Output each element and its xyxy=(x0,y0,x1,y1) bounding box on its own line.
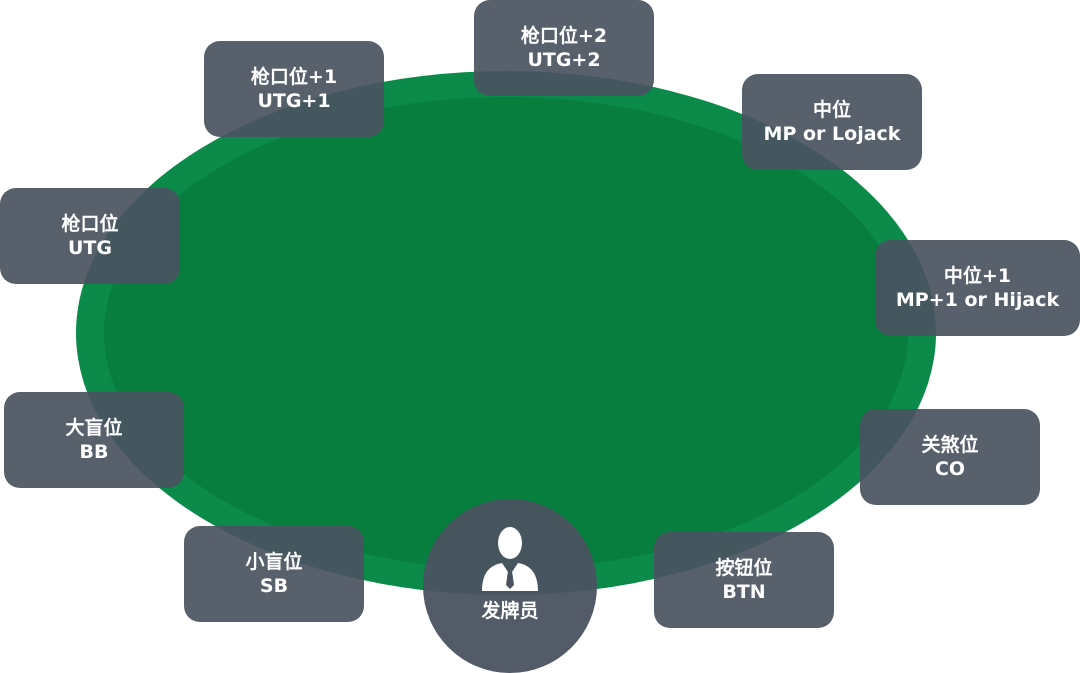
seat-utg: 枪口位 UTG xyxy=(0,188,180,284)
seat-hijack-en-label: MP+1 or Hijack xyxy=(895,289,1060,311)
seat-utg-plus-2: 枪口位+2 UTG+2 xyxy=(474,0,654,96)
seat-btn-cn-label: 按钮位 xyxy=(715,557,773,579)
seat-co-en-label: CO xyxy=(934,458,966,480)
seat-utg-cn-label: 枪口位 xyxy=(61,213,119,235)
seat-cutoff: 关煞位 CO xyxy=(860,409,1040,505)
dealer-seat: 发牌员 xyxy=(423,499,597,673)
seat-small-blind: 小盲位 SB xyxy=(184,526,364,622)
seat-utg-plus-2-en-label: UTG+2 xyxy=(527,49,601,71)
seat-sb-cn-label: 小盲位 xyxy=(245,551,303,573)
seat-mp-cn-label: 中位 xyxy=(812,99,851,121)
seat-utg-plus-2-cn-label: 枪口位+2 xyxy=(520,25,608,47)
seat-utg-plus-1: 枪口位+1 UTG+1 xyxy=(204,41,384,137)
dealer-person-icon xyxy=(482,527,538,591)
dealer-label: 发牌员 xyxy=(481,600,539,622)
seat-mp-en-label: MP or Lojack xyxy=(763,123,901,145)
seat-bb-en-label: BB xyxy=(79,441,109,463)
seat-mp-plus-1-hijack: 中位+1 MP+1 or Hijack xyxy=(875,240,1080,336)
seat-hijack-cn-label: 中位+1 xyxy=(943,265,1012,287)
seat-big-blind: 大盲位 BB xyxy=(4,392,184,488)
seat-utg-plus-1-en-label: UTG+1 xyxy=(257,90,331,112)
seat-btn-en-label: BTN xyxy=(722,581,766,603)
seat-button: 按钮位 BTN xyxy=(654,532,834,628)
seat-mp-lojack: 中位 MP or Lojack xyxy=(742,74,922,170)
table-felt xyxy=(104,97,908,569)
seat-utg-plus-1-cn-label: 枪口位+1 xyxy=(250,66,338,88)
seat-sb-en-label: SB xyxy=(259,575,289,597)
seat-co-cn-label: 关煞位 xyxy=(921,434,979,456)
seat-utg-en-label: UTG xyxy=(68,237,112,259)
seat-bb-cn-label: 大盲位 xyxy=(65,417,123,439)
